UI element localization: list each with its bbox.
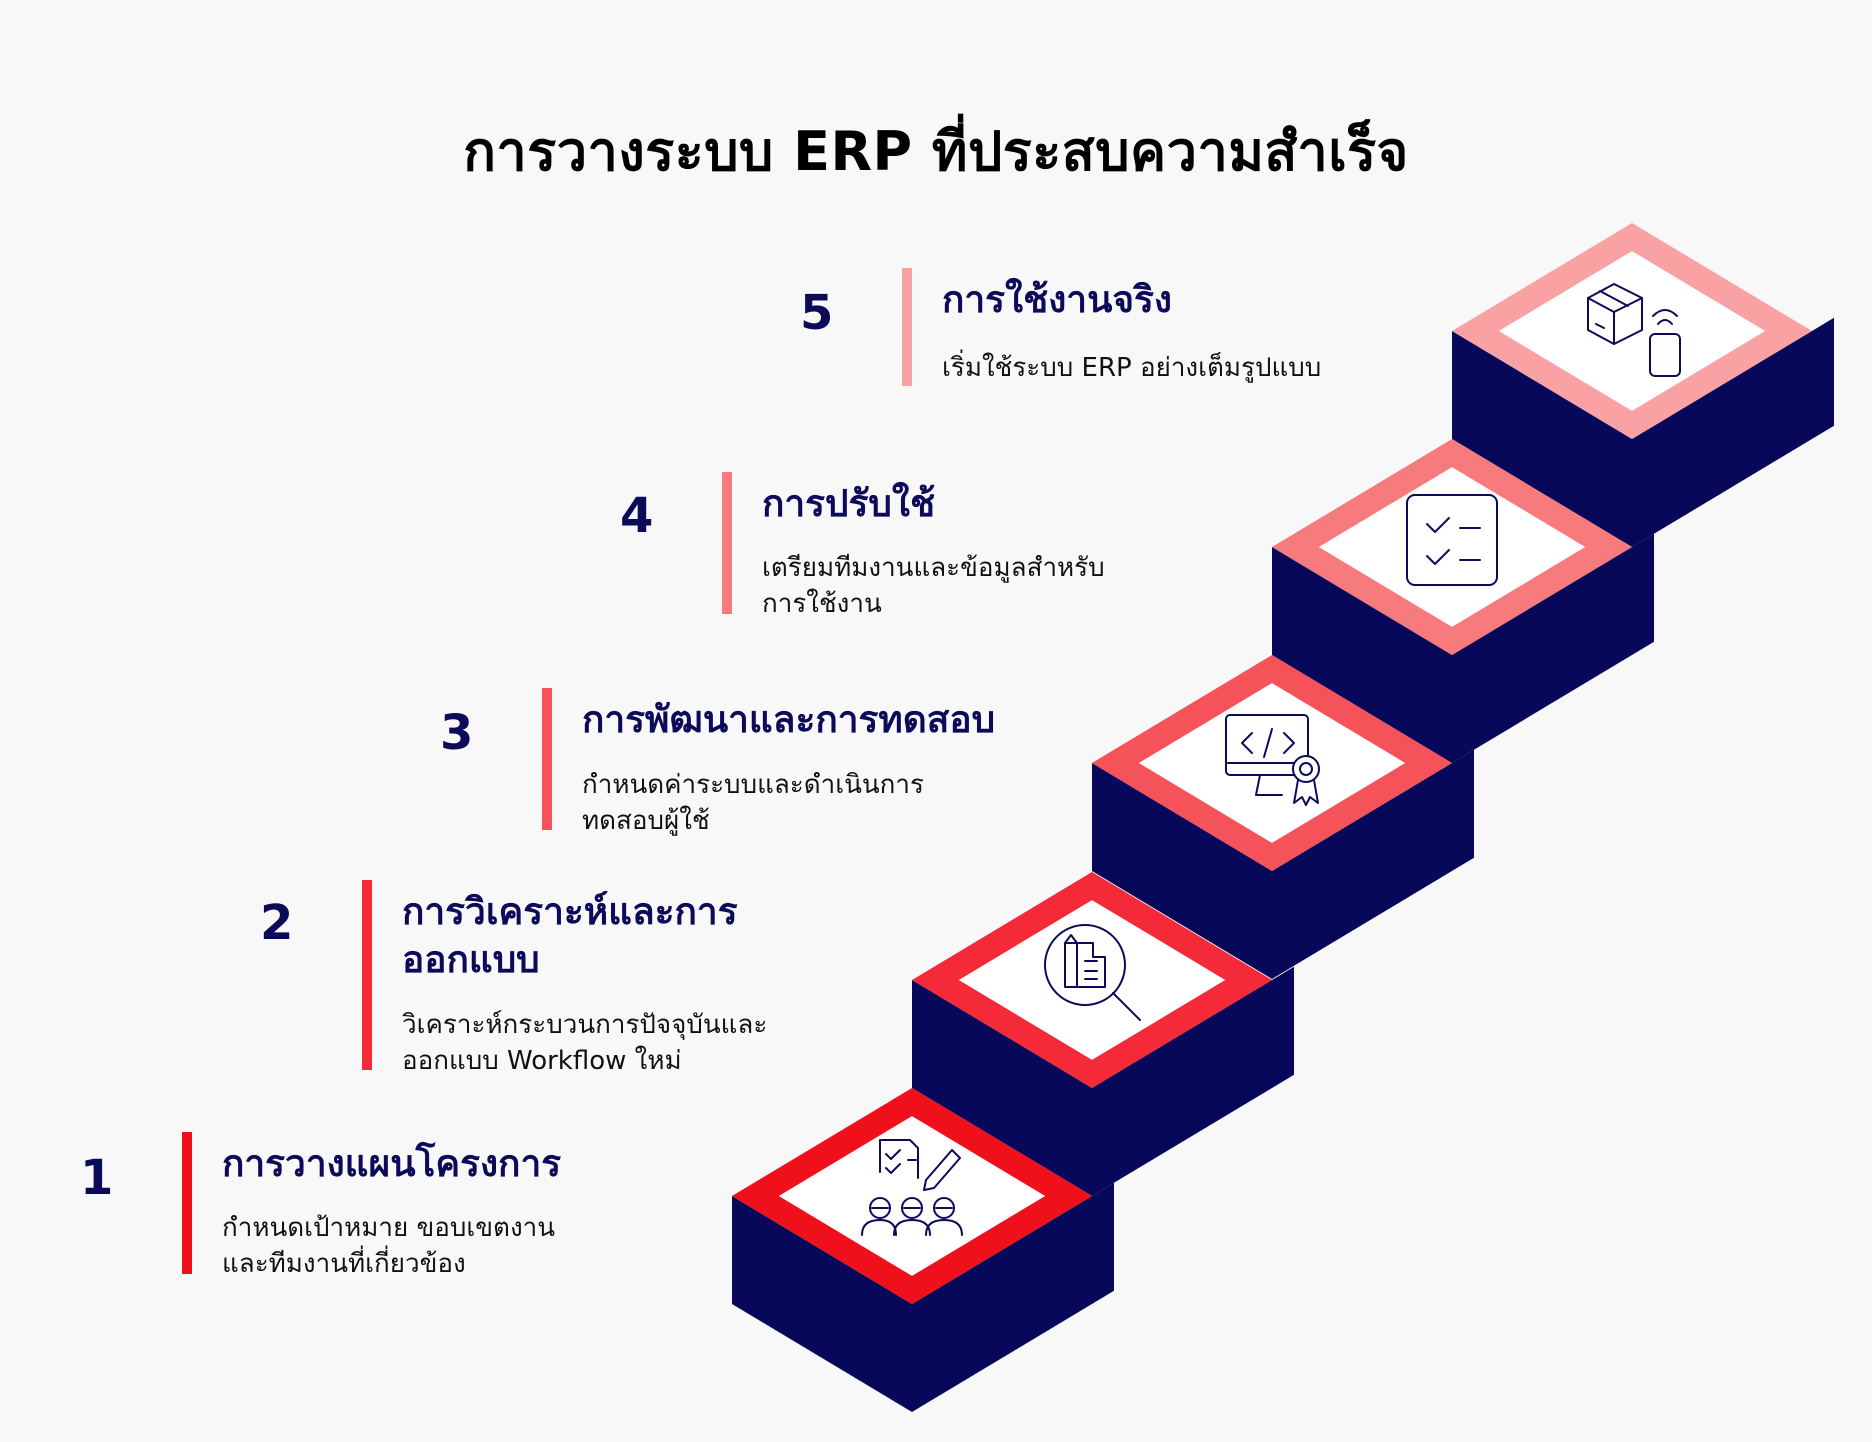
step-side: [1092, 966, 1294, 1196]
step-accent-bar: [722, 472, 732, 614]
step-title: การวิเคราะห์และการ: [402, 890, 738, 933]
package-device-icon: [1587, 283, 1681, 377]
step-description-line: ทดสอบผู้ใช้: [582, 806, 710, 836]
step-number: 3: [440, 705, 474, 761]
step-riser: [1272, 547, 1452, 763]
step-number: 4: [620, 488, 654, 544]
step-accent-bar: [542, 688, 552, 830]
step-accent-bar: [362, 880, 372, 1070]
step-title: ออกแบบ: [402, 938, 540, 981]
step-side: [1272, 749, 1474, 979]
magnifier-analysis-icon: [1044, 924, 1141, 1021]
step-riser: [1092, 763, 1272, 979]
team-planning-icon: [861, 1139, 963, 1236]
page-title: การวางระบบ ERP ที่ประสบความสำเร็จ: [463, 120, 1409, 183]
step-description-line: กำหนดค่าระบบและดำเนินการ: [582, 770, 924, 800]
step-side: [1452, 533, 1654, 763]
step-description-line: เริ่มใช้ระบบ ERP อย่างเต็มรูปแบบ: [942, 353, 1322, 383]
step-top-inner: [1498, 251, 1766, 411]
step-top-inner: [958, 900, 1226, 1060]
step-riser: [1452, 331, 1632, 547]
step-accent-bar: [182, 1132, 192, 1274]
step-title: การใช้งานจริง: [942, 278, 1172, 321]
step-title: การปรับใช้: [762, 482, 936, 525]
step-description-line: เตรียมทีมงานและข้อมูลสำหรับ: [762, 553, 1105, 583]
step-description-line: ออกแบบ Workflow ใหม่: [402, 1046, 682, 1076]
step-description-line: วิเคราะห์กระบวนการปัจจุบันและ: [402, 1010, 768, 1040]
checklist-icon: [1406, 494, 1498, 586]
step-title: การพัฒนาและการทดสอบ: [582, 698, 996, 741]
step-number: 5: [800, 285, 834, 341]
step-description-line: กำหนดเป้าหมาย ขอบเขตงาน: [222, 1213, 556, 1243]
step-accent-bar: [902, 268, 912, 386]
code-monitor-badge-icon: [1225, 714, 1320, 806]
step-riser: [912, 980, 1092, 1196]
step-title: การวางแผนโครงการ: [222, 1142, 562, 1185]
step-description-line: การใช้งาน: [762, 589, 882, 619]
step-side: [1632, 317, 1834, 547]
step-side: [912, 1182, 1114, 1412]
step-description-line: และทีมงานที่เกี่ยวข้อง: [222, 1249, 466, 1279]
step-number: 1: [80, 1150, 114, 1206]
step-riser: [732, 1196, 912, 1412]
step-number: 2: [260, 895, 294, 951]
step-top-inner: [778, 1116, 1046, 1276]
step-top-inner: [1318, 467, 1586, 627]
